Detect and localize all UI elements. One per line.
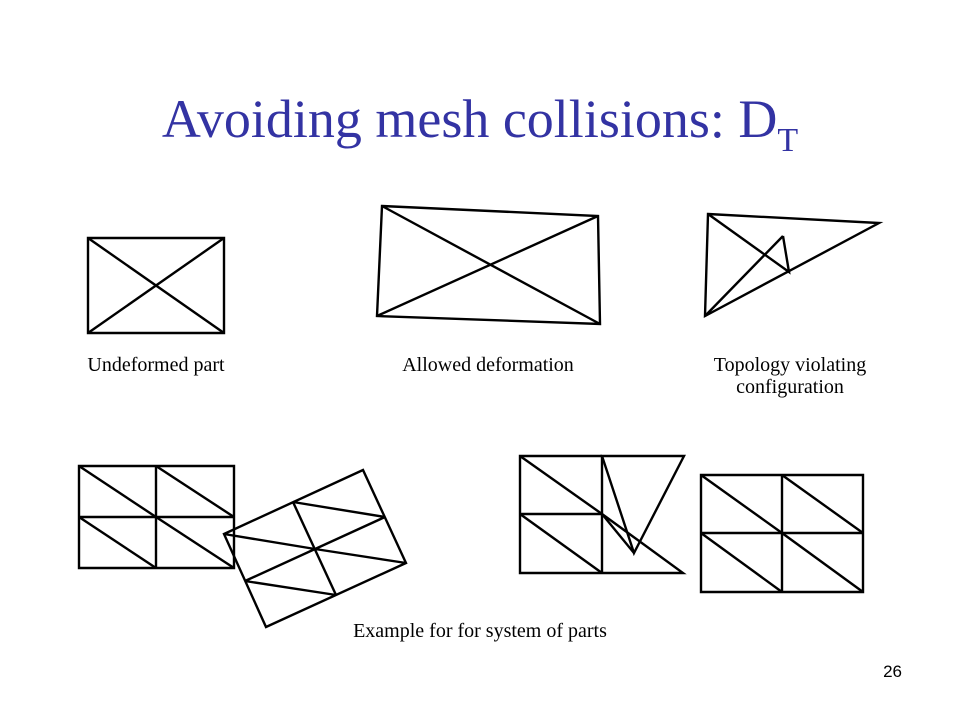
page-number: 26 — [883, 662, 902, 681]
system-grid-right — [699, 473, 865, 594]
system-grid-folded — [518, 454, 687, 575]
caption-topology-violating: Topology violating configuration — [670, 354, 910, 398]
title-subscript: T — [777, 122, 799, 159]
caption-topology-line2: configuration — [736, 376, 844, 398]
caption-system-of-parts: Example for for system of parts — [353, 620, 607, 642]
system-grid-left — [77, 464, 236, 570]
allowed-deformation-mesh — [375, 204, 602, 326]
caption-topology-line1: Topology violating — [713, 354, 867, 376]
undeformed-part-mesh — [86, 236, 226, 335]
title-main: Avoiding mesh collisions: D — [161, 89, 778, 149]
caption-undeformed-part: Undeformed part — [87, 354, 225, 376]
system-grid-rotated — [222, 468, 408, 629]
caption-allowed-deformation: Allowed deformation — [402, 354, 574, 376]
slide-title: Avoiding mesh collisions: DT — [0, 89, 960, 158]
topology-violating-mesh — [703, 212, 884, 319]
